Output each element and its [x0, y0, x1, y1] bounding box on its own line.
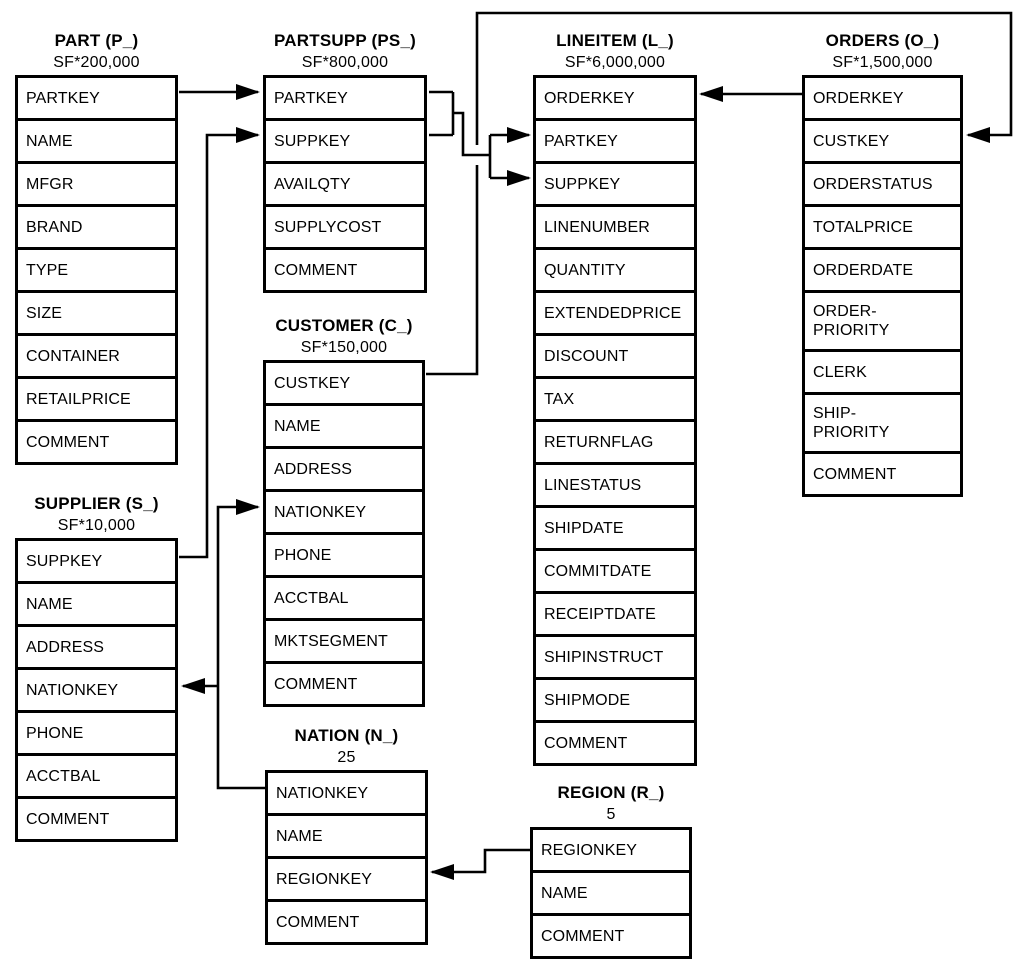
field-lineitem-linestatus: LINESTATUS	[533, 462, 697, 508]
field-part-mfgr: MFGR	[15, 161, 178, 207]
field-part-name: NAME	[15, 118, 178, 164]
table-title-nation: NATION (N_)	[294, 726, 399, 745]
table-title-partsupp: PARTSUPP (PS_)	[274, 31, 416, 50]
table-title-customer: CUSTOMER (C_)	[275, 316, 413, 335]
field-lineitem-shipmode: SHIPMODE	[533, 677, 697, 723]
table-cardinality-lineitem: SF*6,000,000	[564, 54, 666, 71]
fk-partsupp-to-lineitem-trunk-run	[453, 111, 490, 157]
field-partsupp-partkey: PARTKEY	[263, 75, 427, 121]
field-lineitem-orderkey: ORDERKEY	[533, 75, 697, 121]
field-part-brand: BRAND	[15, 204, 178, 250]
field-partsupp-supplycost: SUPPLYCOST	[263, 204, 427, 250]
fk-nation-nationkey-to-customer-nationkey	[216, 499, 265, 790]
field-customer-comment: COMMENT	[263, 661, 425, 707]
table-header-supplier: SUPPLIER (S_) SF*10,000	[0, 493, 198, 536]
table-header-orders: ORDERS (O_) SF*1,500,000	[782, 30, 983, 73]
field-region-name: NAME	[530, 870, 692, 916]
field-part-size: SIZE	[15, 290, 178, 336]
table-cardinality-orders: SF*1,500,000	[832, 54, 933, 71]
table-header-lineitem: LINEITEM (L_) SF*6,000,000	[513, 30, 717, 73]
fk-customer-custkey-to-orders-custkey-rise	[426, 165, 479, 376]
field-supplier-address: ADDRESS	[15, 624, 178, 670]
fk-supplier-suppkey-to-partsupp-suppkey	[179, 127, 260, 559]
field-nation-nationkey: NATIONKEY	[265, 770, 428, 816]
field-part-retailprice: RETAILPRICE	[15, 376, 178, 422]
field-orders-orderkey: ORDERKEY	[802, 75, 963, 121]
field-orders-order-priority: ORDER- PRIORITY	[802, 290, 963, 352]
table-header-region: REGION (R_) 5	[510, 782, 712, 825]
table-header-customer: CUSTOMER (C_) SF*150,000	[243, 315, 445, 358]
table-header-nation: NATION (N_) 25	[245, 725, 448, 768]
field-orders-orderstatus: ORDERSTATUS	[802, 161, 963, 207]
field-orders-comment: COMMENT	[802, 451, 963, 497]
table-cardinality-partsupp: SF*800,000	[301, 54, 389, 71]
fk-customer-custkey-to-orders-custkey-top	[475, 11, 1013, 145]
field-lineitem-shipinstruct: SHIPINSTRUCT	[533, 634, 697, 680]
field-customer-name: NAME	[263, 403, 425, 449]
table-title-supplier: SUPPLIER (S_)	[34, 494, 159, 513]
table-cardinality-customer: SF*150,000	[300, 339, 388, 356]
field-lineitem-shipdate: SHIPDATE	[533, 505, 697, 551]
field-lineitem-comment: COMMENT	[533, 720, 697, 766]
field-nation-regionkey: REGIONKEY	[265, 856, 428, 902]
field-supplier-comment: COMMENT	[15, 796, 178, 842]
table-title-region: REGION (R_)	[557, 783, 665, 802]
table-title-part: PART (P_)	[54, 31, 139, 50]
field-lineitem-returnflag: RETURNFLAG	[533, 419, 697, 465]
table-cardinality-nation: 25	[337, 749, 356, 766]
table-title-lineitem: LINEITEM (L_)	[556, 31, 674, 50]
field-supplier-phone: PHONE	[15, 710, 178, 756]
field-lineitem-commitdate: COMMITDATE	[533, 548, 697, 594]
field-part-container: CONTAINER	[15, 333, 178, 379]
field-partsupp-suppkey: SUPPKEY	[263, 118, 427, 164]
field-lineitem-suppkey: SUPPKEY	[533, 161, 697, 207]
table-cardinality-region: 5	[606, 806, 616, 823]
field-partsupp-availqty: AVAILQTY	[263, 161, 427, 207]
field-part-comment: COMMENT	[15, 419, 178, 465]
field-region-comment: COMMENT	[530, 913, 692, 959]
field-orders-custkey: CUSTKEY	[802, 118, 963, 164]
field-lineitem-extendedprice: EXTENDEDPRICE	[533, 290, 697, 336]
table-title-orders: ORDERS (O_)	[825, 31, 940, 50]
field-part-type: TYPE	[15, 247, 178, 293]
field-part-partkey: PARTKEY	[15, 75, 178, 121]
table-cardinality-part: SF*200,000	[53, 54, 140, 71]
field-nation-comment: COMMENT	[265, 899, 428, 945]
field-supplier-name: NAME	[15, 581, 178, 627]
field-customer-mktsegment: MKTSEGMENT	[263, 618, 425, 664]
field-customer-custkey: CUSTKEY	[263, 360, 425, 406]
field-customer-phone: PHONE	[263, 532, 425, 578]
field-customer-nationkey: NATIONKEY	[263, 489, 425, 535]
field-supplier-acctbal: ACCTBAL	[15, 753, 178, 799]
field-lineitem-discount: DISCOUNT	[533, 333, 697, 379]
fk-region-regionkey-to-nation-regionkey	[430, 848, 530, 880]
field-orders-totalprice: TOTALPRICE	[802, 204, 963, 250]
field-orders-ship-priority: SHIP- PRIORITY	[802, 392, 963, 454]
field-nation-name: NAME	[265, 813, 428, 859]
field-supplier-nationkey: NATIONKEY	[15, 667, 178, 713]
field-orders-orderdate: ORDERDATE	[802, 247, 963, 293]
field-supplier-suppkey: SUPPKEY	[15, 538, 178, 584]
table-header-part: PART (P_) SF*200,000	[0, 30, 198, 73]
table-header-partsupp: PARTSUPP (PS_) SF*800,000	[243, 30, 447, 73]
field-region-regionkey: REGIONKEY	[530, 827, 692, 873]
table-cardinality-supplier: SF*10,000	[57, 517, 136, 534]
field-lineitem-partkey: PARTKEY	[533, 118, 697, 164]
field-lineitem-quantity: QUANTITY	[533, 247, 697, 293]
field-lineitem-linenumber: LINENUMBER	[533, 204, 697, 250]
field-lineitem-tax: TAX	[533, 376, 697, 422]
field-lineitem-receiptdate: RECEIPTDATE	[533, 591, 697, 637]
field-partsupp-comment: COMMENT	[263, 247, 427, 293]
field-customer-address: ADDRESS	[263, 446, 425, 492]
field-orders-clerk: CLERK	[802, 349, 963, 395]
field-customer-acctbal: ACCTBAL	[263, 575, 425, 621]
